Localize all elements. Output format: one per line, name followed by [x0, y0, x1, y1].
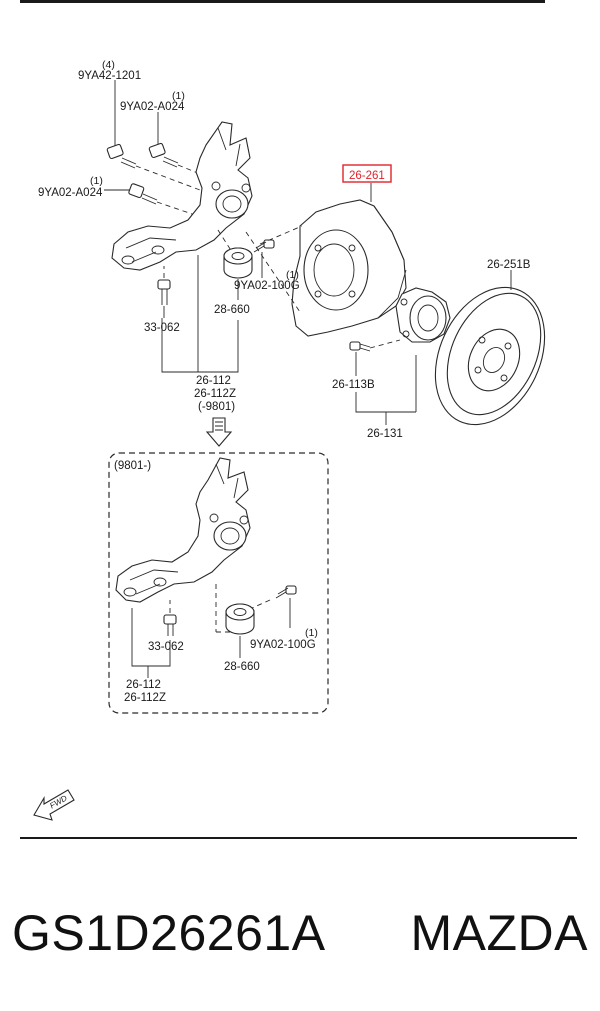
- label-qty-100g-upper: (1): [286, 269, 299, 281]
- caption: GS1D26261A MAZDA: [0, 898, 600, 968]
- label-33-062-upper: 33-062: [144, 322, 180, 334]
- label-qty-9ya42: (4): [102, 59, 115, 71]
- fwd-arrow-icon: FWD: [33, 789, 75, 821]
- label-26-112z-upper: 26-112Z: [194, 388, 236, 400]
- label-range-9801-upper: (-9801): [198, 401, 235, 413]
- bolt-9ya02-a024-left: [104, 183, 196, 216]
- label-9ya02-100g-upper: 9YA02-100G: [234, 280, 300, 292]
- shield-highlight-box: [342, 164, 392, 183]
- top-border: [20, 0, 545, 3]
- down-arrow: [205, 417, 233, 447]
- stud-33-062-lower: [163, 600, 177, 636]
- label-range-9801-box: (9801-): [114, 460, 151, 472]
- part-number: GS1D26261A: [12, 905, 326, 961]
- bush-28-660-upper: [217, 229, 253, 300]
- label-26-112-upper: 26-112: [196, 375, 231, 387]
- brand-name: MAZDA: [410, 905, 588, 961]
- label-9ya02-a024-left: 9YA02-A024: [38, 187, 103, 199]
- bracket-knuckle-upper: [161, 255, 239, 373]
- bush-28-660-lower: [215, 584, 255, 658]
- label-26-131: 26-131: [367, 428, 403, 440]
- knuckle-upper: [111, 121, 253, 271]
- label-9ya02-a024-top: 9YA02-A024: [120, 101, 185, 113]
- label-qty-a024-left: (1): [90, 175, 103, 187]
- variant-box: [108, 452, 329, 714]
- label-28-660-lower: 28-660: [224, 661, 260, 673]
- label-9ya42-1201: 9YA42-1201: [78, 70, 141, 82]
- label-26-112z-lower: 26-112Z: [124, 692, 166, 704]
- stud-33-062-upper: [157, 266, 171, 318]
- bolt-9ya02-100g-lower: [251, 585, 297, 628]
- hub-bearing-26-131: [395, 287, 451, 412]
- label-26-113b: 26-113B: [332, 379, 375, 391]
- bracket-hub-upper: [355, 392, 416, 413]
- knuckle-lower: [115, 457, 251, 603]
- label-qty-a024-top: (1): [172, 90, 185, 102]
- dust-shield-26-261: [245, 183, 407, 337]
- bolt-9ya02-100g-upper: [253, 239, 275, 278]
- bolt-9ya42-1201: [106, 80, 201, 191]
- label-9ya02-100g-lower: 9YA02-100G: [250, 639, 316, 651]
- bracket-knuckle-lower: [131, 608, 171, 667]
- label-28-660-upper: 28-660: [214, 304, 250, 316]
- label-33-062-lower: 33-062: [148, 641, 184, 653]
- label-qty-100g-lower: (1): [305, 627, 318, 639]
- hub-bolt-26-113b: [349, 339, 401, 376]
- label-26-261: 26-261: [349, 170, 385, 182]
- label-26-251b: 26-251B: [487, 259, 531, 271]
- brake-rotor-26-251b: [434, 270, 546, 426]
- label-26-112-lower: 26-112: [126, 679, 161, 691]
